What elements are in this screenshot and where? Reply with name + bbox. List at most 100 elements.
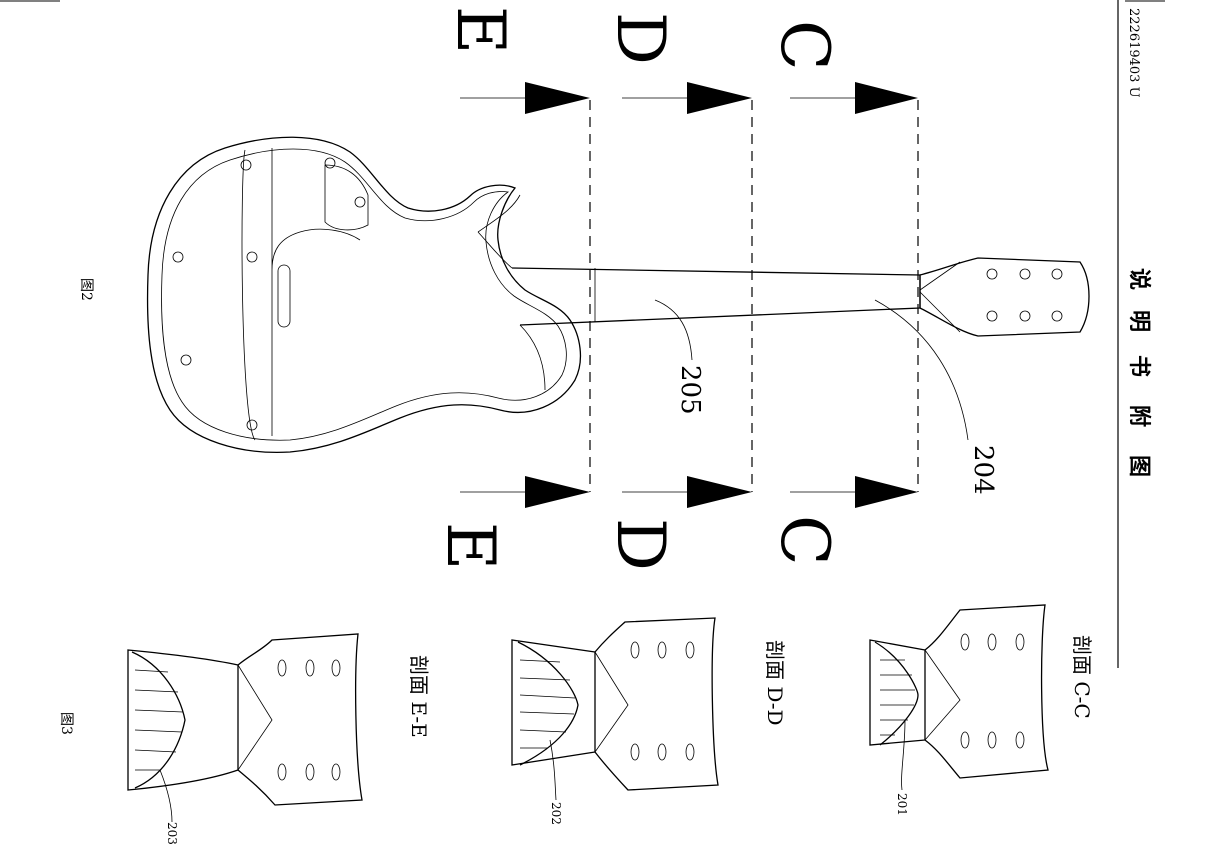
guitar-drawing	[146, 136, 1090, 454]
section-d-neck	[511, 639, 596, 766]
guitar-body-outline	[146, 136, 582, 454]
guitar-neck	[511, 267, 921, 326]
strap-button	[172, 251, 184, 263]
screw-hole	[987, 731, 997, 749]
screw-hole	[685, 743, 695, 761]
arrow-head-e-bottom	[525, 476, 590, 508]
section-letter-c-top: C	[766, 20, 843, 71]
section-d-profile	[517, 641, 579, 766]
section-e-neck	[127, 649, 239, 791]
screw-hole	[277, 659, 287, 677]
section-letter-e-top: E	[442, 6, 519, 54]
section-e-view	[127, 633, 363, 823]
screw	[246, 419, 258, 431]
title-char-4: 附	[1126, 405, 1152, 427]
screw	[354, 196, 366, 208]
section-e-block	[237, 633, 363, 806]
section-letter-d-bottom: D	[602, 518, 679, 571]
screw-hole	[960, 731, 970, 749]
screw-hole	[987, 633, 997, 651]
arrow-head-d-bottom	[687, 476, 752, 508]
screw-hole	[685, 641, 695, 659]
section-e-profile	[131, 651, 186, 789]
screw	[324, 157, 336, 169]
section-c-profile	[874, 641, 919, 746]
callout-205: 205	[675, 365, 705, 415]
title-char-2: 明	[1126, 310, 1152, 332]
section-letter-c-bottom: C	[766, 515, 843, 566]
section-c-truss	[924, 649, 961, 741]
tuner-post	[986, 310, 998, 322]
neck-heel-inner	[519, 268, 596, 391]
arrow-head-e-top	[525, 82, 590, 114]
guitar-body-binding	[161, 148, 567, 441]
electronics-cover-plate	[271, 148, 361, 436]
arrow-head-c-bottom	[855, 476, 918, 508]
leader-204	[874, 299, 969, 441]
title-char-1: 说	[1126, 268, 1152, 290]
section-d-screws	[630, 641, 695, 761]
callout-203: 203	[165, 822, 179, 845]
leader-201	[901, 719, 906, 791]
section-e-ribs	[134, 669, 184, 771]
screw-hole	[630, 743, 640, 761]
section-e-title: 剖面 E-E	[407, 655, 431, 738]
section-d-view	[511, 617, 719, 801]
callout-201: 201	[895, 793, 909, 816]
screw-hole	[277, 763, 287, 781]
callout-202: 202	[549, 802, 563, 825]
screw-hole	[657, 743, 667, 761]
screw-hole	[1015, 731, 1025, 749]
section-e-screws	[277, 659, 341, 781]
section-letter-e-bottom: E	[432, 522, 509, 570]
tuner-post	[1019, 310, 1031, 322]
title-char-3: 书	[1126, 355, 1152, 377]
figure-3-caption: 图3	[58, 712, 74, 735]
callout-204: 204	[968, 445, 998, 495]
screw	[240, 159, 252, 171]
tuner-post	[1019, 268, 1031, 280]
section-c-block	[924, 604, 1049, 779]
screw-hole	[630, 641, 640, 659]
jack-slot	[277, 264, 291, 328]
leader-205	[654, 299, 693, 361]
page-title: 说 明 书 附 图	[1126, 268, 1152, 477]
arrow-head-d-top	[687, 82, 752, 114]
neck-heel	[477, 194, 521, 269]
section-cut-lines	[460, 82, 919, 508]
document-number: 222619403 U	[1126, 8, 1141, 98]
tuner-posts	[986, 268, 1063, 322]
section-e-truss	[237, 664, 273, 771]
screw	[180, 354, 192, 366]
tuner-post	[1051, 310, 1063, 322]
guitar-headstock	[919, 257, 1090, 337]
section-d-ribs	[519, 659, 576, 749]
leader-202	[549, 739, 557, 801]
screw-hole	[1015, 633, 1025, 651]
section-letter-d-top: D	[602, 12, 679, 65]
screw	[246, 251, 258, 263]
section-c-ribs	[880, 659, 915, 736]
section-d-block	[594, 617, 719, 791]
arrow-head-c-top	[855, 82, 918, 114]
section-c-view	[869, 604, 1049, 791]
screw-hole	[331, 763, 341, 781]
section-d-title: 剖面 D-D	[763, 640, 787, 726]
screw-hole	[657, 641, 667, 659]
tuner-post	[1051, 268, 1063, 280]
section-d-truss	[594, 651, 629, 753]
cover-plate-edge	[241, 149, 256, 441]
screw-hole	[305, 763, 315, 781]
section-c-screws	[960, 633, 1025, 749]
title-char-5: 图	[1126, 455, 1152, 477]
screw-hole	[960, 633, 970, 651]
leader-203	[159, 769, 173, 823]
section-letters: C D E C D E	[432, 6, 843, 571]
section-c-title: 剖面 C-C	[1070, 635, 1094, 719]
section-c-neck	[869, 639, 926, 746]
screw-hole	[331, 659, 341, 677]
headstock-volute	[919, 261, 961, 333]
figure-2-caption: 图2	[78, 278, 94, 301]
tuner-post	[986, 268, 998, 280]
